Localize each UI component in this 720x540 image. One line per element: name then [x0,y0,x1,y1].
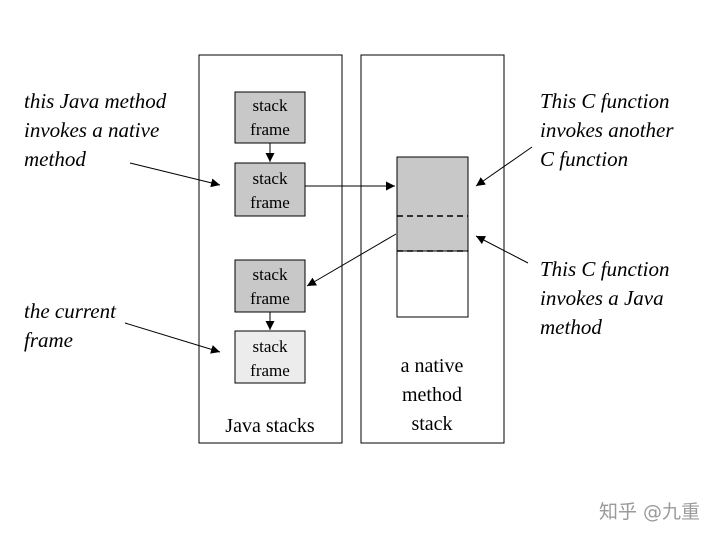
stack-frame-2-line2: frame [250,193,290,212]
stack-frame-2-line1: stack [253,169,288,188]
annotation-c-invokes-java-line3: method [540,315,602,339]
annotation-c-invokes-java-line1: This C function [540,257,670,281]
annotation-current-frame-line1: the current [24,299,117,323]
annotation-c-invokes-java-line2: invokes a Java [540,286,664,310]
native-to-java-arrow [306,233,397,287]
stack-frame-2: stack frame [234,162,306,217]
native-stack-label-line3: stack [411,413,452,435]
annotation-c-invokes-c-line3: C function [540,147,628,171]
native-stack-label-line1: a native [401,355,464,377]
stack-frame-3-line1: stack [253,265,288,284]
annotation-java-invokes-native: this Java method invokes a native method [24,89,167,171]
annotation-java-invokes-native-line2: invokes a native [24,118,159,142]
native-stack-label-line2: method [402,384,462,406]
annotation-c-invokes-java-pointer [475,235,529,264]
current-stack-frame-line1: stack [253,337,288,356]
annotation-java-native-pointer [129,162,221,188]
annotation-java-invokes-native-line3: method [24,147,86,171]
annotation-c-invokes-c-line2: invokes another [540,118,674,142]
annotation-current-frame: the current frame [24,299,117,352]
current-stack-frame: stack frame [234,330,306,384]
stack-frame-1-line1: stack [253,96,288,115]
annotation-java-invokes-native-line1: this Java method [24,89,167,113]
annotation-c-invokes-c-line1: This C function [540,89,670,113]
stack-frame-1: stack frame [234,91,306,144]
current-stack-frame-line2: frame [250,361,290,380]
annotation-c-invokes-c-pointer [475,146,533,187]
watermark-text: 知乎 @九重 [599,501,700,523]
annotation-c-invokes-c: This C function invokes another C functi… [540,89,674,171]
native-stack-column [396,156,469,318]
annotation-current-frame-line2: frame [24,328,73,352]
stack-frame-1-line2: frame [250,120,290,139]
annotation-current-frame-pointer [124,322,221,354]
annotation-c-invokes-java: This C function invokes a Java method [540,257,670,339]
stack-frame-3: stack frame [234,259,306,313]
java-stacks-label: Java stacks [225,415,315,437]
stack-frame-3-line2: frame [250,289,290,308]
